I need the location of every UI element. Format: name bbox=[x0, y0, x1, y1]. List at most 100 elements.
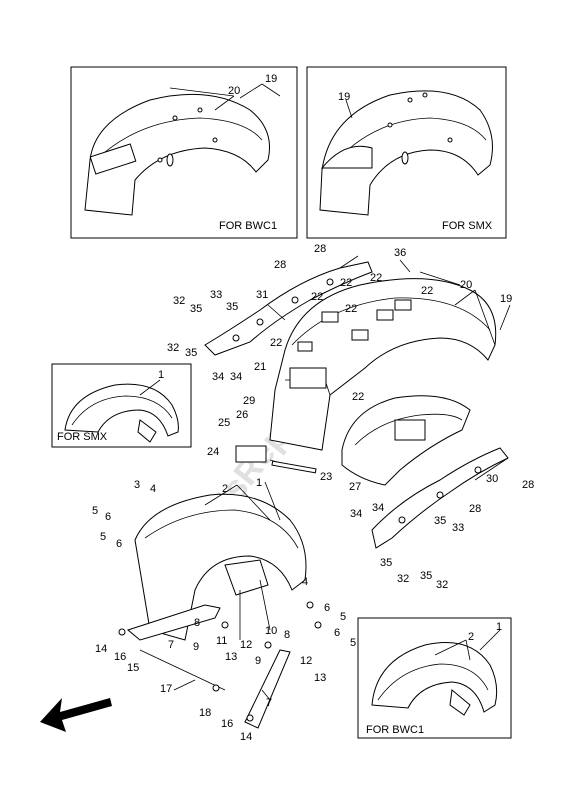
inset-frame bbox=[357, 617, 512, 739]
fender-flap bbox=[89, 143, 137, 175]
callout-28: 28 bbox=[314, 243, 326, 255]
inset-bottom-right: 2 1 FOR BWC1 bbox=[357, 617, 512, 739]
leader-lines bbox=[173, 255, 511, 701]
callout-35: 35 bbox=[190, 303, 202, 315]
callout-7: 7 bbox=[168, 639, 174, 651]
callout-19: 19 bbox=[500, 293, 512, 305]
callouts: 28 36 28 22 22 22 22 22 22 22 20 19 31 3… bbox=[92, 243, 534, 743]
callout-22: 22 bbox=[421, 285, 433, 297]
callout-32: 32 bbox=[436, 579, 448, 591]
callout-4: 4 bbox=[302, 576, 308, 588]
callout-35: 35 bbox=[380, 557, 392, 569]
callout-13: 13 bbox=[314, 672, 326, 684]
callout-33: 33 bbox=[452, 522, 464, 534]
callout-4: 4 bbox=[150, 483, 156, 495]
callout-35: 35 bbox=[420, 570, 432, 582]
callout-15: 15 bbox=[127, 662, 139, 674]
callout-17: 17 bbox=[160, 683, 172, 695]
callout-28: 28 bbox=[522, 479, 534, 491]
callout-29: 29 bbox=[243, 395, 255, 407]
callout-22: 22 bbox=[340, 277, 352, 289]
callout-19: 19 bbox=[265, 73, 277, 85]
callout-1: 1 bbox=[158, 369, 164, 381]
callout-27: 27 bbox=[349, 481, 361, 493]
inset-frame bbox=[70, 66, 298, 239]
callout-32: 32 bbox=[173, 295, 185, 307]
callout-6: 6 bbox=[105, 511, 111, 523]
callout-28: 28 bbox=[469, 503, 481, 515]
callout-22: 22 bbox=[345, 303, 357, 315]
callout-13: 13 bbox=[225, 651, 237, 663]
callout-23: 23 bbox=[320, 471, 332, 483]
callout-30: 30 bbox=[486, 473, 498, 485]
callout-1: 1 bbox=[496, 621, 502, 633]
callout-22: 22 bbox=[270, 337, 282, 349]
callout-33: 33 bbox=[210, 289, 222, 301]
inset-label: FOR BWC1 bbox=[219, 220, 277, 232]
front-fender-smx bbox=[64, 383, 179, 437]
callout-12: 12 bbox=[300, 655, 312, 667]
callout-5: 5 bbox=[100, 531, 106, 543]
callout-5: 5 bbox=[350, 637, 356, 649]
inset-top-left: 20 19 FOR BWC1 bbox=[70, 66, 298, 239]
reflector-box bbox=[235, 445, 267, 463]
callout-9: 9 bbox=[193, 641, 199, 653]
direction-arrow-icon bbox=[40, 698, 112, 732]
front-fender-assembly bbox=[118, 493, 322, 729]
inset-label: FOR SMX bbox=[57, 431, 108, 443]
callout-6: 6 bbox=[116, 538, 122, 550]
callout-18: 18 bbox=[199, 707, 211, 719]
inset-frame bbox=[51, 363, 192, 448]
callout-16: 16 bbox=[114, 651, 126, 663]
callout-28: 28 bbox=[274, 259, 286, 271]
plate-panel bbox=[289, 367, 327, 389]
inset-label: FOR BWC1 bbox=[366, 724, 424, 736]
callout-6: 6 bbox=[324, 602, 330, 614]
callout-12: 12 bbox=[240, 639, 252, 651]
callout-36: 36 bbox=[394, 247, 406, 259]
fender-edge bbox=[320, 145, 373, 169]
callout-31: 31 bbox=[256, 289, 268, 301]
callout-14: 14 bbox=[240, 731, 252, 743]
callout-9: 9 bbox=[255, 655, 261, 667]
callout-32: 32 bbox=[397, 573, 409, 585]
front-fender-bwc1 bbox=[371, 642, 498, 713]
callout-26: 26 bbox=[236, 409, 248, 421]
callout-34: 34 bbox=[230, 371, 242, 383]
inset-top-right: 19 FOR SMX bbox=[306, 66, 507, 239]
callout-1: 1 bbox=[256, 477, 262, 489]
callout-25: 25 bbox=[218, 417, 230, 429]
callout-11: 11 bbox=[216, 635, 227, 647]
callout-16: 16 bbox=[221, 718, 233, 730]
callout-21: 21 bbox=[254, 361, 266, 373]
rear-fender-bwc1 bbox=[84, 93, 270, 216]
callout-8: 8 bbox=[284, 629, 290, 641]
callout-22: 22 bbox=[352, 391, 364, 403]
callout-22: 22 bbox=[370, 272, 382, 284]
callout-32: 32 bbox=[167, 342, 179, 354]
callout-34: 34 bbox=[212, 371, 224, 383]
inset-label: FOR SMX bbox=[442, 220, 493, 232]
callout-14: 14 bbox=[95, 643, 107, 655]
inset-frame bbox=[306, 66, 507, 239]
callout-35: 35 bbox=[185, 347, 197, 359]
rear-fender-assembly bbox=[204, 261, 509, 549]
fender-stay-lower bbox=[244, 649, 291, 729]
callout-35: 35 bbox=[434, 515, 446, 527]
callout-7: 7 bbox=[266, 697, 272, 709]
callout-19: 19 bbox=[338, 91, 350, 103]
callout-2: 2 bbox=[222, 483, 228, 495]
callout-34: 34 bbox=[350, 508, 362, 520]
callout-10: 10 bbox=[265, 625, 277, 637]
callout-5: 5 bbox=[92, 505, 98, 517]
callout-20: 20 bbox=[460, 279, 472, 291]
callout-34: 34 bbox=[372, 502, 384, 514]
callout-20: 20 bbox=[228, 85, 240, 97]
callout-22: 22 bbox=[311, 291, 323, 303]
callout-2: 2 bbox=[468, 631, 474, 643]
callout-5: 5 bbox=[340, 611, 346, 623]
callout-8: 8 bbox=[194, 617, 200, 629]
callout-6: 6 bbox=[334, 627, 340, 639]
callout-3: 3 bbox=[134, 479, 140, 491]
